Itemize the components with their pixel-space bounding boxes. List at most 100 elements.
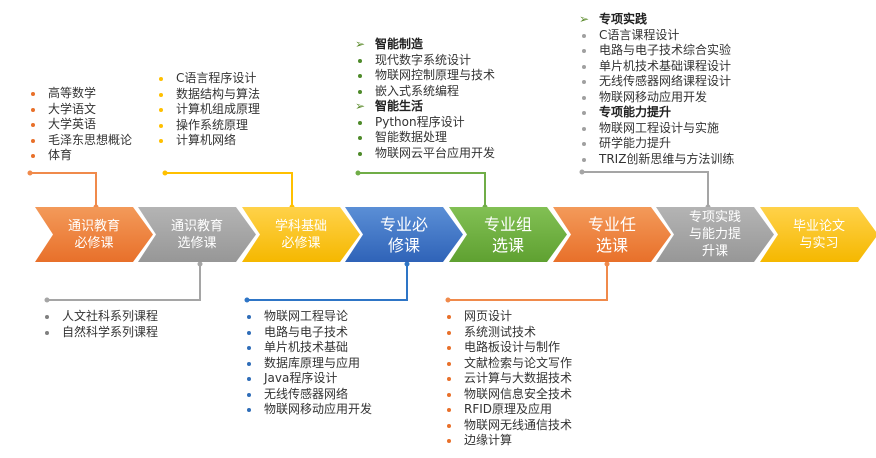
course-name: 智能数据处理 (375, 130, 448, 144)
list-general-required: 高等数学大学语文大学英语毛泽东思想概论体育 (30, 86, 132, 164)
course-name: 高等数学 (48, 86, 97, 100)
bullet-icon (247, 361, 251, 366)
list-item: 物联网移动应用开发 (246, 402, 372, 418)
list-item: 物联网云平台应用开发 (357, 146, 495, 162)
bullet-icon (582, 49, 586, 53)
list-item: C语言课程设计 (581, 28, 734, 44)
list-item: 大学英语 (30, 117, 132, 133)
course-name: 系统测试技术 (464, 324, 537, 339)
stage-chevron-5: 专业组选课 (449, 207, 567, 262)
course-name: 边缘计算 (464, 433, 513, 447)
connector-group-elective (358, 172, 486, 207)
bullet-icon (447, 439, 451, 443)
bullet-icon (447, 392, 451, 397)
bullet-icon (31, 154, 35, 158)
list-item: 电路板设计与制作 (446, 340, 572, 356)
course-name: 物联网移动应用开发 (599, 89, 708, 104)
course-name: 物联网云平台应用开发 (375, 145, 496, 160)
course-name: 网页设计 (464, 309, 513, 323)
heading-text: 专项能力提升 (599, 105, 672, 119)
bullet-icon (31, 123, 35, 127)
bullet-icon (358, 120, 362, 125)
list-item: 现代数字系统设计 (357, 53, 495, 69)
bullet-icon (31, 107, 35, 112)
course-name: 体育 (48, 148, 73, 162)
bullet-icon (247, 392, 251, 397)
list-item: 物联网工程设计与实施 (581, 121, 734, 137)
list-heading: ➢智能生活 (355, 99, 495, 115)
course-name: 单片机技术基础 (264, 340, 349, 354)
bullet-icon (159, 123, 163, 128)
course-name: 无线传感器网络课程设计 (599, 74, 732, 88)
list-item: 物联网无线通信技术 (446, 418, 572, 434)
course-name: 计算机网络 (176, 133, 237, 147)
bullet-icon (358, 151, 362, 156)
connector-discipline-basic (165, 172, 293, 207)
arrow-bullet-icon: ➢ (355, 99, 366, 113)
bullet-icon (247, 408, 251, 412)
course-name: 数据结构与算法 (176, 86, 261, 101)
list-item: 智能数据处理 (357, 130, 495, 146)
stage-label: 专项实践与能力提升课 (688, 210, 741, 259)
stage-chevron-4: 专业必修课 (345, 207, 463, 262)
course-name: 电路与电子技术 (264, 324, 349, 339)
course-name: 物联网工程导论 (264, 309, 349, 323)
course-name: 数据库原理与应用 (264, 355, 361, 370)
course-name: 大学英语 (48, 117, 97, 131)
list-item: 物联网信息安全技术 (446, 387, 572, 403)
stage-chevron-7: 专项实践与能力提升课 (656, 207, 774, 262)
list-item: 云计算与大数据技术 (446, 371, 572, 387)
course-name: C语言程序设计 (176, 71, 257, 85)
stage-chevron-3: 学科基础必修课 (242, 207, 360, 262)
stage-label: 通识教育必修课 (67, 218, 120, 251)
course-name: 毛泽东思想概论 (48, 132, 133, 147)
bullet-icon (31, 92, 35, 96)
heading-text: 专项实践 (599, 12, 648, 26)
course-name: RFID原理及应用 (464, 402, 553, 416)
stage-label: 毕业论文与实习 (792, 218, 845, 251)
connector-general-required (30, 172, 97, 207)
bullet-icon (447, 361, 451, 366)
list-general-elective: 人文社科系列课程自然科学系列课程 (44, 309, 158, 340)
course-name: 文献检索与论文写作 (464, 355, 573, 370)
bullet-icon (582, 64, 586, 69)
bullet-icon (31, 138, 35, 143)
course-name: 电路板设计与制作 (464, 340, 561, 354)
stage-chevron-8: 毕业论文与实习 (760, 207, 876, 262)
bullet-icon (582, 33, 586, 38)
list-item: Java程序设计 (246, 371, 372, 387)
bullet-icon (247, 377, 251, 381)
connector-major-elective (448, 262, 608, 301)
list-item: 电路与电子技术 (246, 325, 372, 341)
list-item: RFID原理及应用 (446, 402, 572, 418)
bullet-icon (45, 330, 49, 335)
list-item: 计算机网络 (158, 133, 260, 149)
course-name: Python程序设计 (375, 114, 465, 129)
stage-chevron-1: 通识教育必修课 (35, 207, 153, 262)
course-name: 单片机技术基础课程设计 (599, 58, 732, 73)
arrow-bullet-icon: ➢ (579, 12, 590, 26)
list-item: 网页设计 (446, 309, 572, 325)
course-name: Java程序设计 (264, 371, 338, 385)
course-name: 物联网无线通信技术 (464, 417, 573, 432)
list-item: 体育 (30, 148, 132, 164)
list-item: 高等数学 (30, 86, 132, 102)
course-name: 自然科学系列课程 (62, 324, 159, 339)
list-major-elective: 网页设计系统测试技术电路板设计与制作文献检索与论文写作云计算与大数据技术物联网信… (446, 309, 572, 449)
bullet-icon (45, 315, 49, 319)
bullet-icon (582, 157, 586, 162)
course-name: 物联网信息安全技术 (464, 386, 573, 401)
list-item: 操作系统原理 (158, 118, 260, 134)
stage-label: 通识教育选修课 (170, 218, 223, 251)
list-item: 自然科学系列课程 (44, 325, 158, 341)
course-name: 嵌入式系统编程 (375, 83, 460, 98)
bullet-icon (447, 423, 451, 428)
course-name: TRIZ创新思维与方法训练 (599, 151, 735, 166)
list-item: 嵌入式系统编程 (357, 84, 495, 100)
course-name: 操作系统原理 (176, 117, 249, 132)
list-item: 人文社科系列课程 (44, 309, 158, 325)
course-name: 云计算与大数据技术 (464, 371, 573, 385)
